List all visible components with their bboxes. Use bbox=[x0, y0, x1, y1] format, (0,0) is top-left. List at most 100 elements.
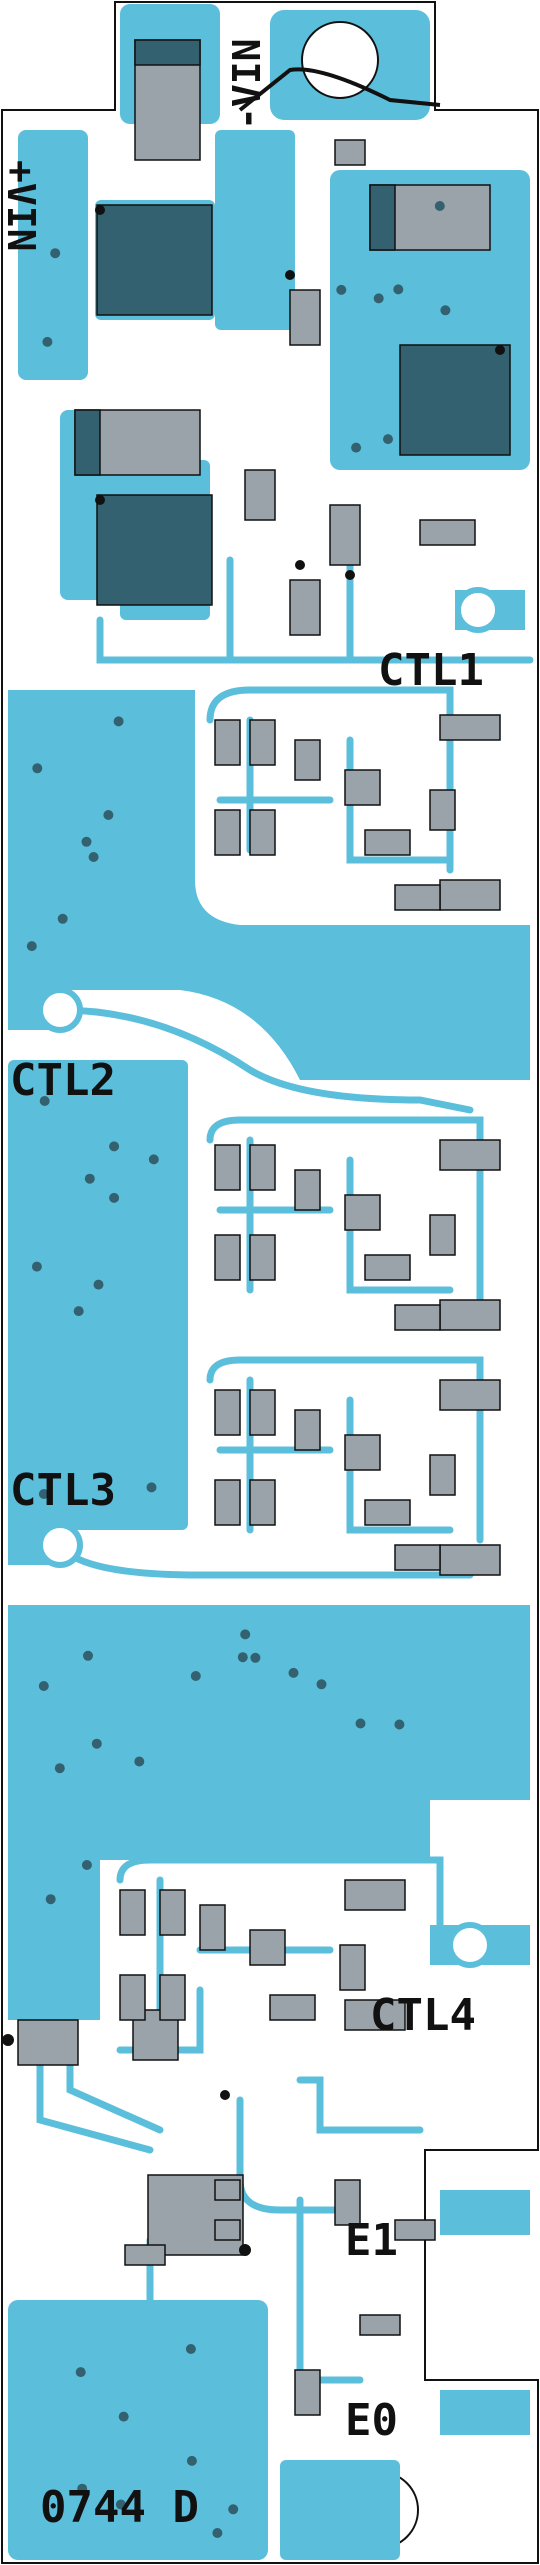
label-part-number: 0744 D bbox=[40, 2482, 199, 2533]
via-icon bbox=[50, 248, 61, 259]
test-pad-ctl4 bbox=[430, 1922, 530, 1968]
via-icon bbox=[26, 941, 37, 952]
via-icon bbox=[458, 379, 469, 390]
test-pads bbox=[8, 587, 530, 2435]
via-icon bbox=[81, 1860, 92, 1870]
ic-package-u8 bbox=[344, 1194, 381, 1231]
via-icon bbox=[103, 810, 114, 820]
via-icon bbox=[75, 2367, 86, 2378]
via-icon bbox=[77, 2483, 88, 2494]
via-icon bbox=[288, 1667, 299, 1678]
via-icon bbox=[113, 716, 124, 727]
ic-package-u5 bbox=[17, 2019, 79, 2066]
pad-e1 bbox=[440, 2190, 530, 2235]
via-icon bbox=[394, 1719, 405, 1730]
via-icon bbox=[42, 336, 53, 347]
via-icon bbox=[190, 1671, 201, 1681]
via-icon bbox=[73, 1306, 84, 1317]
smd-resistor bbox=[334, 2179, 361, 2226]
via-icon bbox=[434, 201, 445, 211]
label-ctl3: CTL3 bbox=[10, 1465, 116, 1516]
via-icon bbox=[31, 1261, 42, 1272]
test-pad-icon bbox=[37, 987, 83, 1033]
via-icon bbox=[237, 1652, 248, 1663]
mounting-hole-icon bbox=[301, 21, 379, 99]
smd-resistor bbox=[439, 879, 501, 911]
smd-resistor bbox=[419, 519, 476, 546]
smd-resistor bbox=[439, 714, 501, 741]
via-icon bbox=[84, 1173, 95, 1184]
via-icon bbox=[440, 305, 451, 316]
smd-resistor bbox=[124, 2244, 166, 2266]
label-vin-minus: -VIN bbox=[225, 38, 269, 130]
label-vin-plus: +VIN bbox=[0, 160, 43, 252]
via-icon bbox=[250, 1652, 261, 1663]
via-icon bbox=[93, 1279, 104, 1290]
smd-resistor bbox=[334, 139, 366, 166]
label-ctl1: CTL1 bbox=[378, 645, 484, 696]
test-pad-ctl3 bbox=[8, 1522, 83, 1568]
via-icon bbox=[54, 1763, 65, 1774]
via-icon bbox=[91, 1738, 102, 1749]
via-icon bbox=[57, 913, 68, 924]
ic-package-u1 bbox=[96, 204, 213, 316]
test-pad-icon bbox=[447, 1922, 493, 1968]
via-icon bbox=[109, 1192, 120, 1203]
test-pad-ctl2 bbox=[8, 987, 83, 1033]
test-pad-icon bbox=[455, 587, 501, 633]
label-ctl2: CTL2 bbox=[10, 1055, 116, 1106]
via-icon bbox=[38, 1681, 49, 1691]
via-icon bbox=[81, 836, 92, 847]
vias bbox=[26, 201, 469, 2538]
smd-resistor bbox=[344, 1879, 406, 1911]
test-pad-icon bbox=[37, 1522, 83, 1568]
ic-package-u10 bbox=[249, 1929, 286, 1966]
via-icon bbox=[316, 1679, 327, 1690]
via-icon bbox=[88, 852, 99, 862]
via-icon bbox=[336, 284, 347, 295]
smd-resistor bbox=[394, 2219, 436, 2241]
smd-resistor bbox=[214, 2219, 241, 2241]
smd-resistor bbox=[439, 1544, 501, 1576]
via-icon bbox=[383, 434, 393, 445]
smd-resistor bbox=[344, 1999, 406, 2031]
smd-resistor bbox=[294, 2369, 321, 2416]
smd-resistor bbox=[329, 504, 361, 566]
via-icon bbox=[185, 2344, 196, 2354]
via-icon bbox=[109, 1141, 120, 1152]
ic-package-u7 bbox=[344, 769, 381, 806]
via-icon bbox=[240, 1629, 251, 1640]
via-icon bbox=[45, 1894, 56, 1905]
via-icon bbox=[39, 1096, 50, 1106]
smd-resistor bbox=[289, 579, 321, 636]
via-icon bbox=[228, 2504, 239, 2515]
smd-resistor bbox=[439, 1299, 501, 1331]
via-icon bbox=[38, 1489, 49, 1499]
ic-package-u9 bbox=[344, 1434, 381, 1471]
label-e1: E1 bbox=[345, 2215, 398, 2266]
ctl-pours bbox=[8, 690, 530, 2560]
ic-package-u3 bbox=[399, 344, 511, 456]
smd-resistor bbox=[289, 289, 321, 346]
via-icon bbox=[148, 1154, 159, 1165]
pad-e0 bbox=[440, 2390, 530, 2435]
via-icon bbox=[115, 2499, 126, 2510]
via-icon bbox=[393, 284, 404, 295]
label-e0: E0 bbox=[345, 2395, 398, 2446]
via-icon bbox=[118, 2411, 129, 2422]
smd-resistor bbox=[359, 2314, 401, 2336]
via-icon bbox=[186, 2455, 197, 2466]
via-icon bbox=[355, 1718, 366, 1729]
components bbox=[17, 39, 511, 2416]
smd-resistor bbox=[439, 1379, 501, 1411]
via-icon bbox=[212, 2528, 223, 2538]
via-icon bbox=[351, 442, 362, 453]
via-icon bbox=[32, 763, 43, 774]
via-icon bbox=[373, 293, 384, 304]
via-icon bbox=[146, 1482, 157, 1493]
label-ctl4: CTL4 bbox=[370, 1990, 476, 2041]
smd-resistor bbox=[214, 2179, 241, 2201]
ctl-smd-pairs bbox=[119, 719, 456, 2021]
smd-resistor bbox=[244, 469, 276, 521]
